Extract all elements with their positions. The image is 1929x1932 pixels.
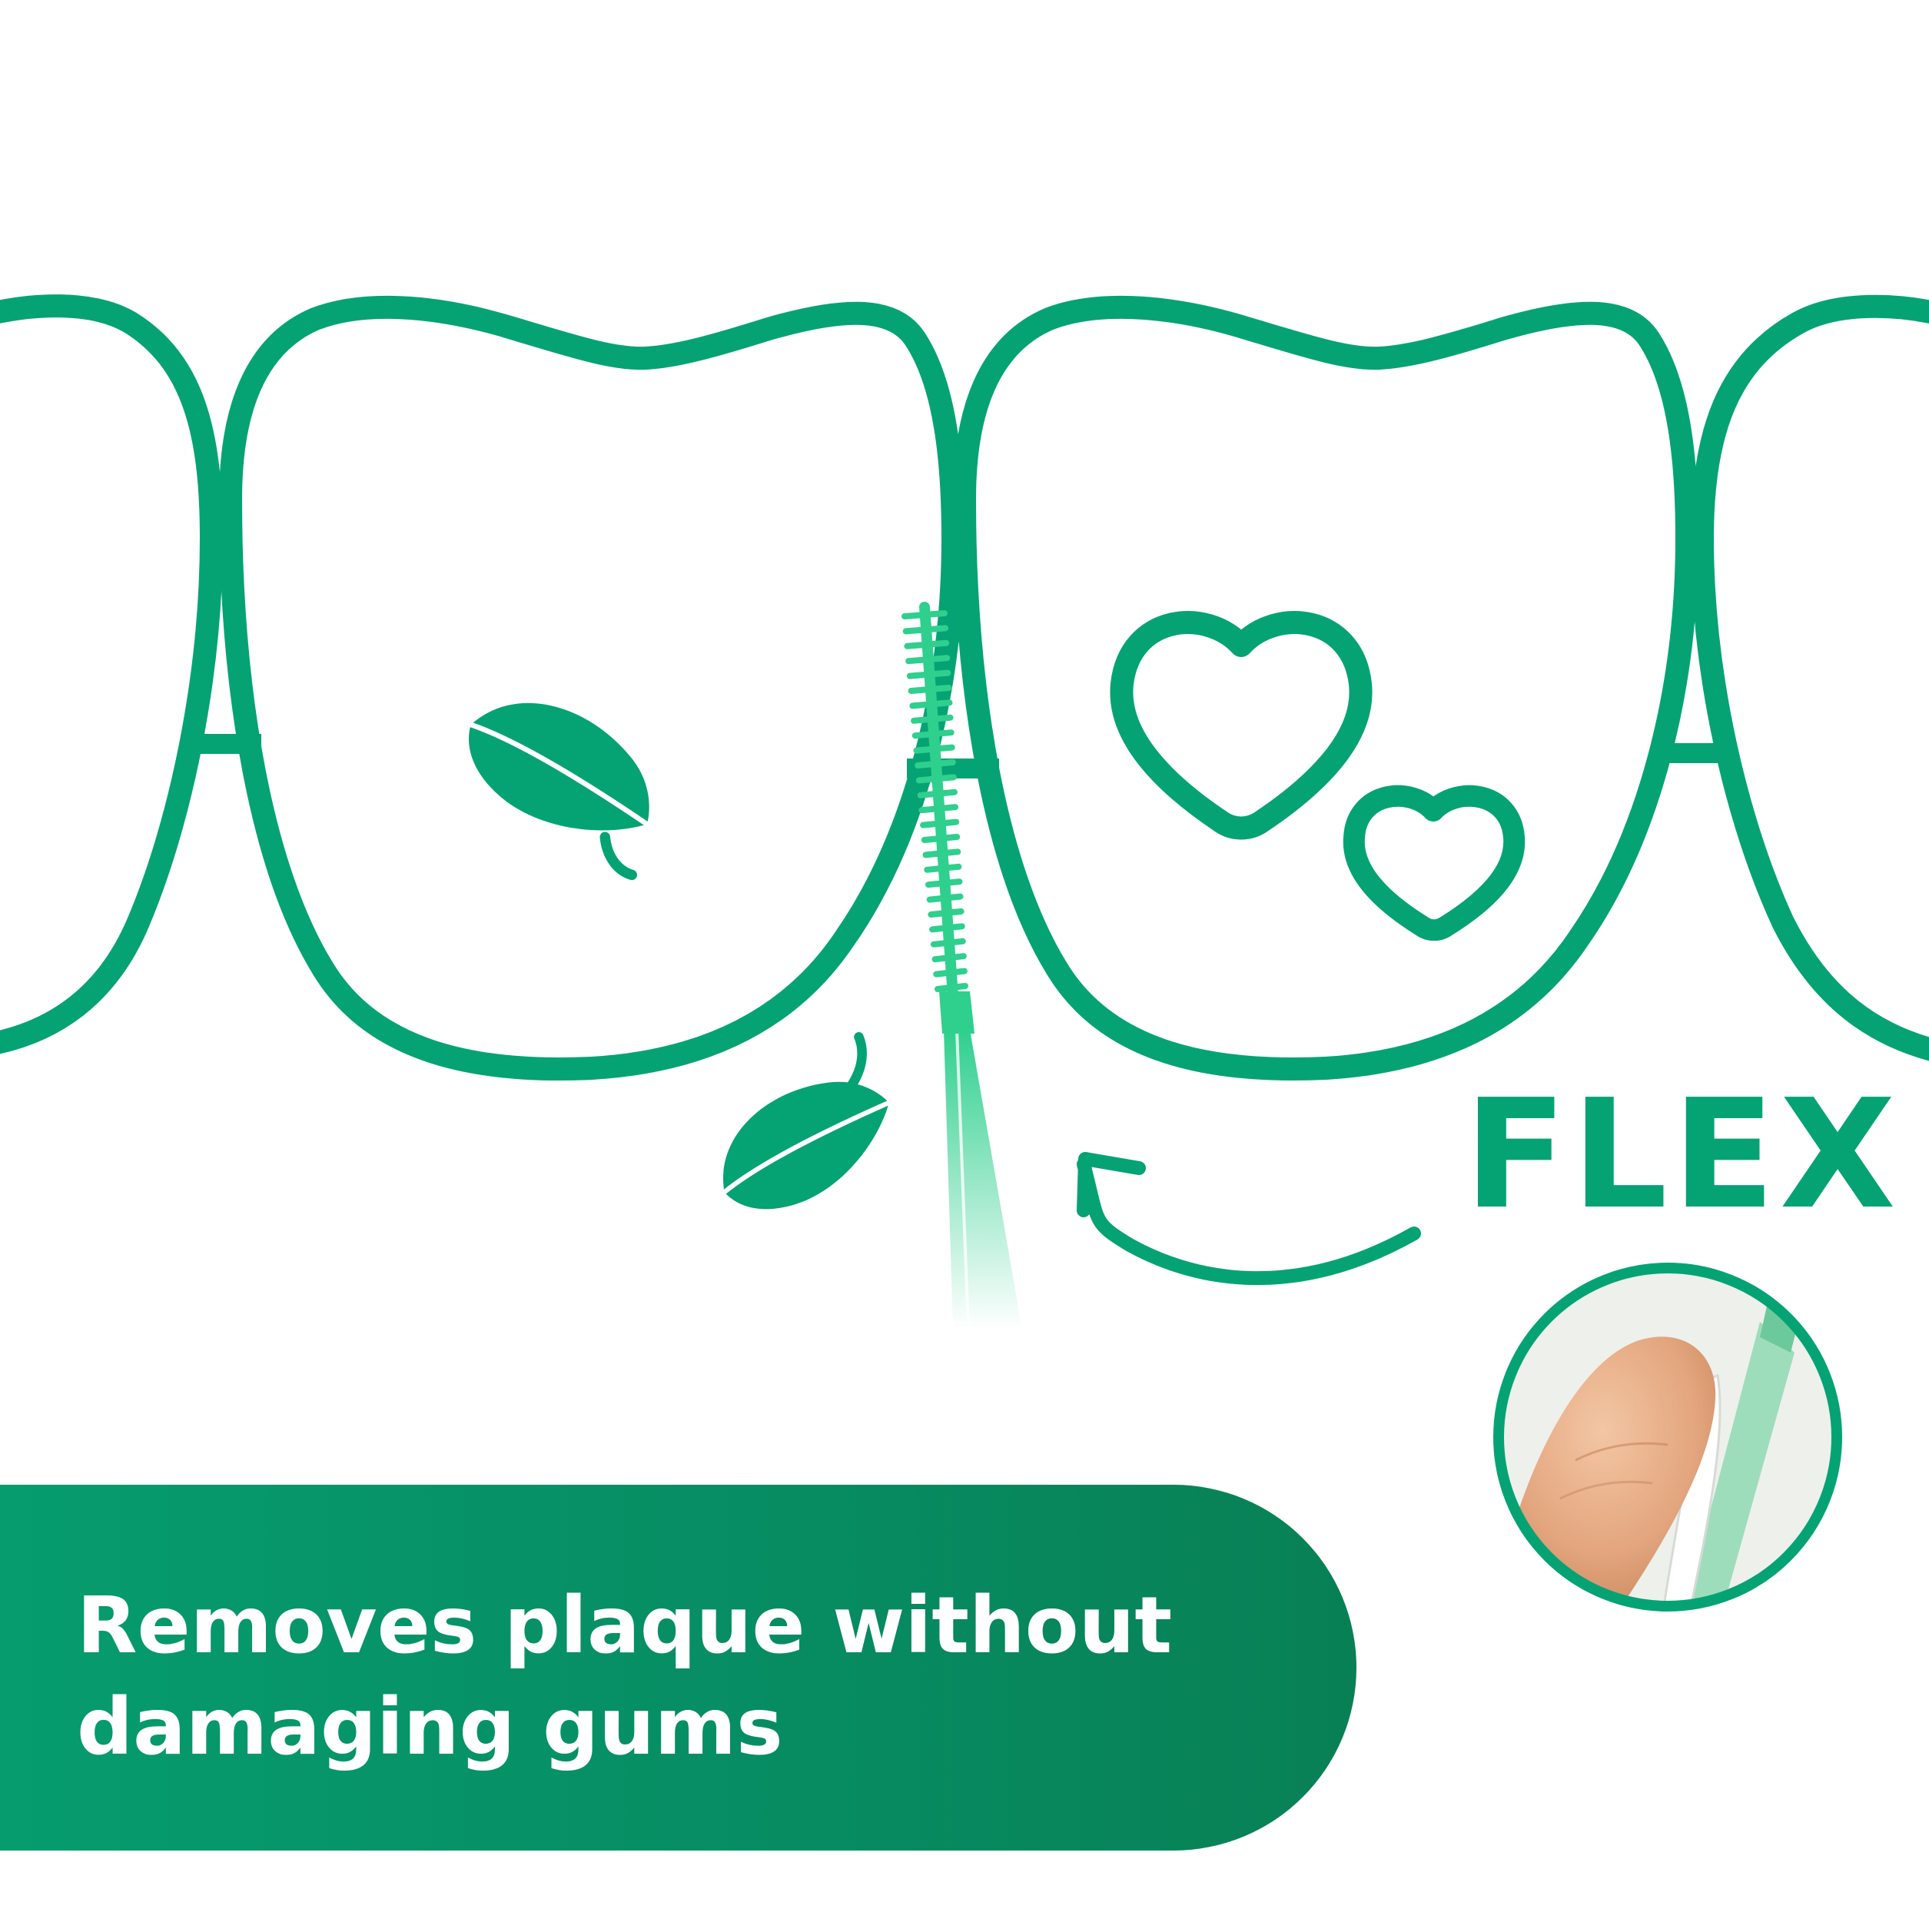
brush-bristle: [909, 699, 953, 709]
brush-bristle: [911, 729, 955, 739]
tooth-outline-icon: [0, 294, 223, 1054]
tooth-outline-icon: [953, 295, 1698, 1081]
brush-bristle: [921, 834, 961, 843]
brush-bristle: [926, 893, 964, 903]
brush-bristle: [902, 625, 949, 635]
finger-photo-inset: [1493, 1263, 1842, 1612]
tooth-outline-icon: [1691, 294, 1929, 1061]
brush-bristle: [915, 759, 956, 768]
brush-bristle: [904, 639, 950, 649]
interdental-brush-icon: [901, 602, 1022, 1330]
curved-arrow-icon: [1077, 1152, 1421, 1286]
brush-bristle: [935, 983, 968, 992]
mint-leaf-icon: [469, 702, 649, 881]
brush-bristle: [918, 804, 959, 814]
brush-bristle: [901, 610, 948, 619]
heart-outline-icon: [1343, 785, 1526, 941]
brush-bristle: [906, 669, 951, 679]
heart-outline-icon: [1110, 611, 1373, 840]
brush-bristle: [925, 878, 963, 888]
brush-bristle: [917, 788, 958, 798]
brush-bristle: [913, 744, 955, 754]
brush-bristle: [930, 938, 966, 948]
brush-bristle: [920, 818, 960, 828]
brush-bristle: [922, 848, 961, 858]
brush-bristle: [911, 714, 954, 724]
benefit-text: Removes plaque without damaging gums: [77, 1575, 1276, 1778]
gum-line: [184, 734, 1737, 778]
brush-bristle: [924, 863, 962, 873]
benefit-text-line-2: damaging gums: [77, 1681, 783, 1773]
brush-bristle: [933, 968, 968, 978]
benefit-text-line-1: Removes plaque without: [77, 1580, 1173, 1671]
brush-bristle: [928, 908, 964, 918]
flex-label: FLEX: [1464, 1067, 1901, 1243]
brush-bristle: [905, 655, 951, 665]
brush-bristle: [915, 774, 957, 784]
brush-bristle: [931, 953, 967, 963]
teeth-row: [0, 294, 1929, 1081]
brush-bristle: [908, 685, 952, 694]
benefit-banner: Removes plaque without damaging gums: [0, 1485, 1356, 1851]
mint-leaf-icon: [722, 1031, 891, 1210]
tooth-outline-icon: [219, 295, 964, 1081]
brush-bristle: [929, 923, 965, 933]
